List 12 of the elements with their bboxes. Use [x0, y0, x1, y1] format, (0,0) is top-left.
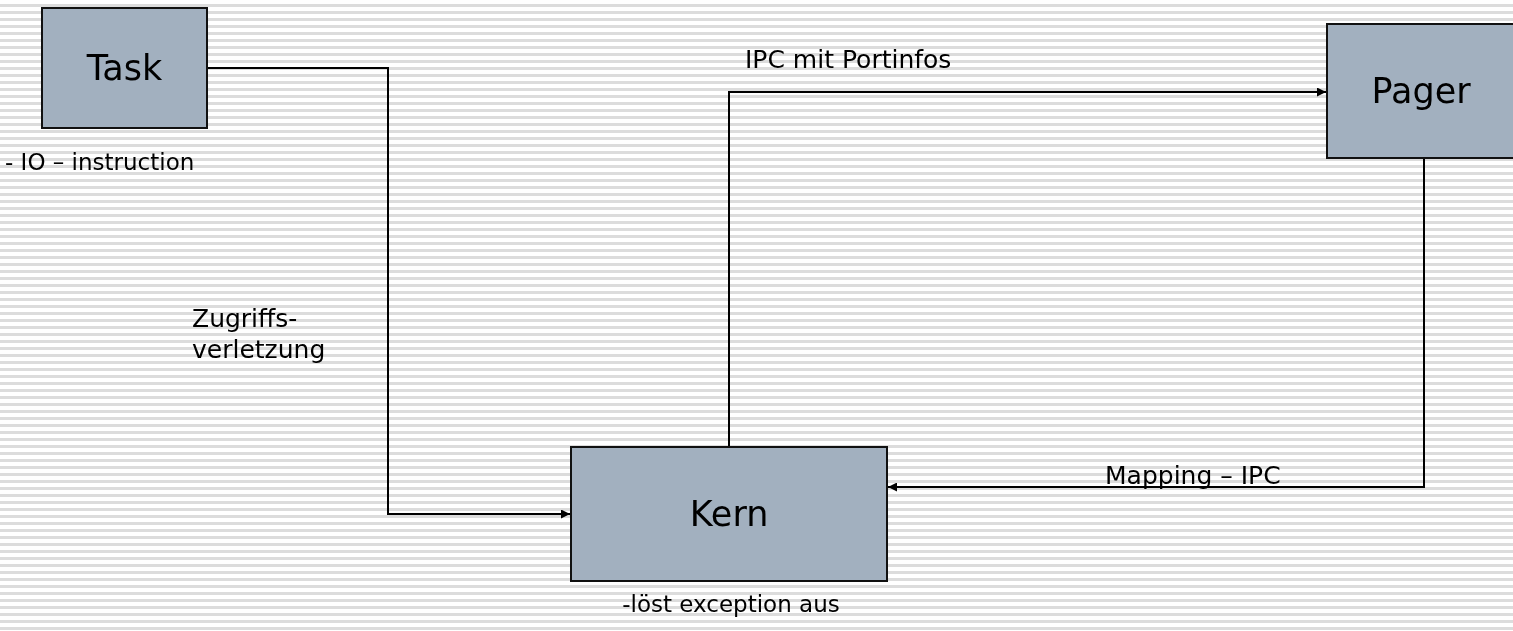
box-label: Task: [86, 48, 163, 88]
node-caption: - IO – instruction: [5, 149, 195, 175]
process-box: [1326, 23, 1513, 159]
arrow: [887, 158, 1425, 492]
edge-label: Zugriffs- verletzung: [192, 303, 327, 366]
edge-label: IPC mit Portinfos: [745, 44, 953, 76]
box-label: Pager: [1371, 71, 1471, 111]
arrow: [728, 87, 1327, 447]
node-caption: -löst exception aus: [621, 591, 841, 617]
box-label: Kern: [689, 494, 769, 534]
edge-label: Mapping – IPC: [1105, 460, 1282, 492]
arrow: [207, 67, 571, 519]
